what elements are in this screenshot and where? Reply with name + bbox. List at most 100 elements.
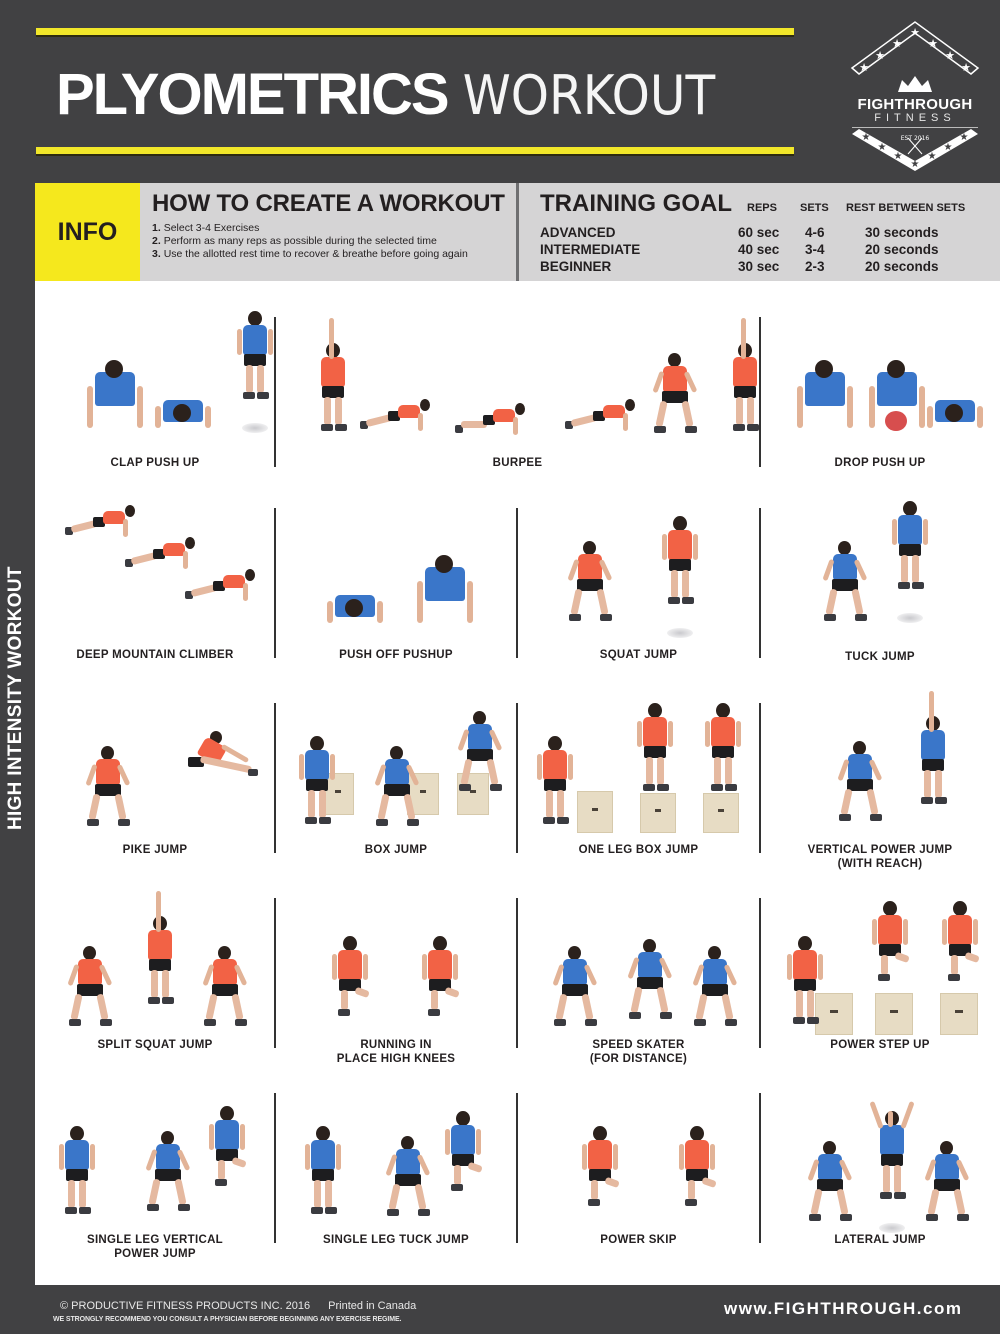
figure-part bbox=[59, 1144, 64, 1170]
divider bbox=[759, 508, 761, 658]
figure-part bbox=[70, 1126, 84, 1141]
figure-part bbox=[428, 1009, 440, 1016]
figure-part bbox=[934, 1179, 960, 1191]
male-athlete-figure bbox=[372, 746, 422, 826]
divider bbox=[274, 703, 276, 853]
figure-part bbox=[490, 784, 502, 791]
male-athlete-figure bbox=[625, 939, 675, 1019]
male-athlete-figure bbox=[835, 741, 885, 821]
figure-part bbox=[149, 959, 171, 971]
figure-part bbox=[964, 951, 980, 964]
figure-part bbox=[883, 901, 897, 916]
exercise-single-leg-vertical-power-jump: SINGLE LEG VERTICAL POWER JUMP bbox=[35, 1091, 275, 1266]
figure-part bbox=[377, 793, 390, 821]
figure-part bbox=[183, 551, 188, 569]
svg-text:★: ★ bbox=[862, 132, 871, 143]
figure-part bbox=[685, 1140, 709, 1170]
figure-part bbox=[899, 544, 921, 556]
figure-part bbox=[209, 1124, 214, 1150]
figure-part bbox=[245, 569, 255, 581]
figure-part bbox=[733, 424, 745, 431]
figure-part bbox=[69, 1019, 81, 1026]
figure-part bbox=[231, 1156, 247, 1169]
figure-part bbox=[155, 1169, 181, 1181]
figure-part bbox=[215, 1179, 227, 1186]
figure-part bbox=[335, 424, 347, 431]
exercise-burpee: BURPEE bbox=[275, 311, 760, 476]
figure-part bbox=[818, 954, 823, 980]
figure-part bbox=[314, 1180, 321, 1208]
figure-part bbox=[125, 505, 135, 517]
exercise-label: SINGLE LEG TUCK JUMP bbox=[323, 1234, 469, 1246]
figure-part bbox=[418, 1209, 430, 1216]
figure-part bbox=[455, 425, 463, 433]
female-athlete-figure bbox=[650, 353, 700, 433]
figure-part bbox=[329, 318, 334, 359]
figure-part bbox=[468, 724, 492, 750]
figure-part bbox=[919, 386, 925, 428]
figure-part bbox=[935, 770, 942, 798]
plyo-box-icon bbox=[815, 993, 853, 1035]
exercise-vertical-power-jump: VERTICAL POWER JUMP (WITH REACH) bbox=[760, 701, 1000, 871]
exercise-running-in-place-high-knees: RUNNING IN PLACE HIGH KNEES bbox=[275, 896, 517, 1066]
female-athlete-figure bbox=[125, 535, 205, 571]
banner-divider bbox=[516, 183, 519, 281]
exercise-label: POWER STEP UP bbox=[830, 1039, 930, 1051]
figure-part bbox=[360, 421, 368, 429]
figure-part bbox=[343, 936, 357, 951]
figure-part bbox=[787, 954, 792, 980]
figure-part bbox=[433, 936, 447, 951]
figure-part bbox=[335, 397, 342, 425]
male-athlete-figure bbox=[303, 1126, 343, 1216]
plyo-box-icon bbox=[640, 793, 676, 833]
figure-part bbox=[662, 534, 667, 560]
figure-part bbox=[65, 527, 73, 535]
figure-part bbox=[929, 691, 934, 732]
figure-part bbox=[577, 579, 603, 591]
figure-part bbox=[646, 757, 653, 785]
figure-part bbox=[311, 1140, 335, 1170]
goal-row-intermediate: INTERMEDIATE 40 sec 3-4 20 seconds bbox=[540, 242, 939, 257]
figure-part bbox=[319, 817, 331, 824]
figure-part bbox=[83, 946, 96, 960]
figure-part bbox=[809, 1214, 821, 1221]
figure-part bbox=[223, 575, 245, 588]
figure-part bbox=[953, 1188, 966, 1216]
female-athlete-figure bbox=[140, 891, 180, 1006]
figure-part bbox=[685, 426, 697, 433]
male-athlete-figure bbox=[235, 311, 275, 401]
figure-part bbox=[840, 788, 853, 816]
brand-logo: ★★★ ★★★★ ★★★ ★★★★ EST 2016 FIGHTHROUGH F… bbox=[840, 16, 990, 171]
figure-part bbox=[668, 530, 692, 560]
figure-part bbox=[305, 1144, 310, 1170]
figure-part bbox=[823, 1141, 836, 1155]
figure-part bbox=[325, 1180, 332, 1208]
plyo-box-icon bbox=[703, 793, 739, 833]
svg-text:★: ★ bbox=[960, 132, 969, 143]
figure-part bbox=[125, 559, 133, 567]
exercise-box-jump: BOX JUMP bbox=[275, 701, 517, 871]
exercise-label: DROP PUSH UP bbox=[834, 457, 926, 469]
figure-part bbox=[431, 990, 438, 1010]
figure-part bbox=[90, 1144, 95, 1170]
figure-part bbox=[451, 1184, 463, 1191]
female-athlete-figure bbox=[455, 397, 535, 435]
figure-part bbox=[101, 746, 114, 760]
figure-part bbox=[870, 814, 882, 821]
step-item: 3. Use the allotted rest time to recover… bbox=[152, 248, 468, 260]
male-athlete-figure bbox=[805, 1141, 855, 1221]
figure-part bbox=[885, 411, 907, 431]
figure-part bbox=[688, 1180, 695, 1200]
figure-part bbox=[454, 1165, 461, 1185]
figure-part bbox=[96, 759, 120, 785]
svg-text:★: ★ bbox=[945, 49, 955, 62]
female-athlete-figure bbox=[535, 736, 575, 826]
female-athlete-figure bbox=[677, 1126, 717, 1216]
exercise-label: BURPEE bbox=[492, 457, 543, 469]
figure-part bbox=[926, 1214, 938, 1221]
male-athlete-figure bbox=[820, 541, 870, 621]
info-banner: INFO HOW TO CREATE A WORKOUT 1. Select 3… bbox=[35, 183, 1000, 281]
ground-shadow bbox=[242, 423, 268, 433]
exercise-push-off-pushup: PUSH OFF PUSHUP bbox=[275, 506, 517, 671]
exercise-label: BOX JUMP bbox=[364, 844, 428, 856]
